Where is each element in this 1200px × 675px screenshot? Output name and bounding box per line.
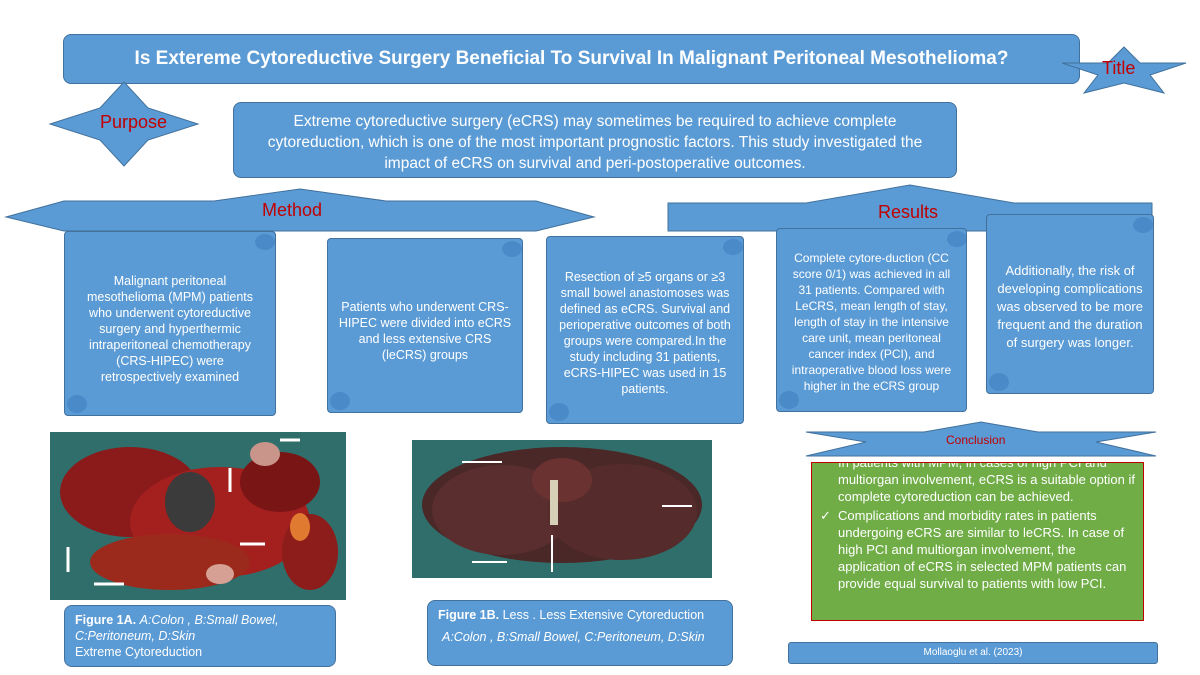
figure-1b-caption-text: Less . Less Extensive Cytoreduction xyxy=(502,608,705,622)
method-card-3: Resection of ≥5 organs or ≥3 small bowel… xyxy=(546,236,744,424)
title-label: Title xyxy=(1102,58,1136,78)
purpose-text-box: Extreme cytoreductive surgery (eCRS) may… xyxy=(233,102,957,178)
method-card-2: Patients who underwent CRS-HIPEC were di… xyxy=(327,238,523,413)
purpose-label: Purpose xyxy=(100,112,168,132)
figure-1b-caption: Figure 1B. Less . Less Extensive Cytored… xyxy=(427,600,733,666)
figure-1b-photo xyxy=(412,440,712,578)
results-card-2: Additionally, the risk of developing com… xyxy=(986,214,1154,394)
results-label: Results xyxy=(878,202,939,222)
conclusion-item-1: In patients with MPM, in cases of high P… xyxy=(820,462,1135,505)
method-label: Method xyxy=(262,200,323,220)
figure-1b-label: Figure 1B. xyxy=(438,608,500,622)
title-star-shape xyxy=(1061,46,1187,94)
figure-1a-caption: Figure 1A. A:Colon , B:Small Bowel, C:Pe… xyxy=(64,605,336,667)
conclusion-text-1: In patients with MPM, in cases of high P… xyxy=(838,462,1135,504)
poster-title: Is Extereme Cytoreductive Surgery Benefi… xyxy=(63,34,1080,84)
figure-1a-photo xyxy=(50,432,346,600)
results-card-1: Complete cytore-duction (CC score 0/1) w… xyxy=(776,228,967,412)
method-text-2: Patients who underwent CRS-HIPEC were di… xyxy=(338,299,512,362)
method-banner-shape xyxy=(4,188,596,232)
conclusion-text-2: Complications and morbidity rates in pat… xyxy=(838,508,1127,591)
figure-1a-parts: A:Colon , B:Small Bowel, C:Peritoneum, D… xyxy=(75,613,279,643)
citation-text: Mollaoglu et al. (2023) xyxy=(923,647,1023,658)
method-text-1: Malignant peritoneal mesothelioma (MPM) … xyxy=(86,273,254,384)
conclusion-banner-shape xyxy=(805,421,1157,457)
results-text-1: Complete cytore-duction (CC score 0/1) w… xyxy=(791,251,952,393)
conclusion-box: In patients with MPM, in cases of high P… xyxy=(811,462,1144,621)
figure-1a-label: Figure 1A. xyxy=(75,613,137,627)
results-text-2: Additionally, the risk of developing com… xyxy=(997,263,1143,350)
figure-1b-parts: A:Colon , B:Small Bowel, C:Peritoneum, D… xyxy=(442,630,705,644)
figure-1a-caption-text: Extreme Cytoreduction xyxy=(75,645,203,659)
conclusion-label: Conclusion xyxy=(946,433,1006,447)
method-text-3: Resection of ≥5 organs or ≥3 small bowel… xyxy=(559,270,731,396)
purpose-text: Extreme cytoreductive surgery (eCRS) may… xyxy=(267,113,923,172)
conclusion-item-2: ✓ Complications and morbidity rates in p… xyxy=(820,507,1135,592)
check-mark-icon: ✓ xyxy=(820,508,831,523)
method-card-1: Malignant peritoneal mesothelioma (MPM) … xyxy=(64,231,276,416)
purpose-star-shape xyxy=(48,81,200,167)
citation-bar: Mollaoglu et al. (2023) xyxy=(788,642,1158,664)
poster-title-text: Is Extereme Cytoreductive Surgery Benefi… xyxy=(134,48,1009,69)
